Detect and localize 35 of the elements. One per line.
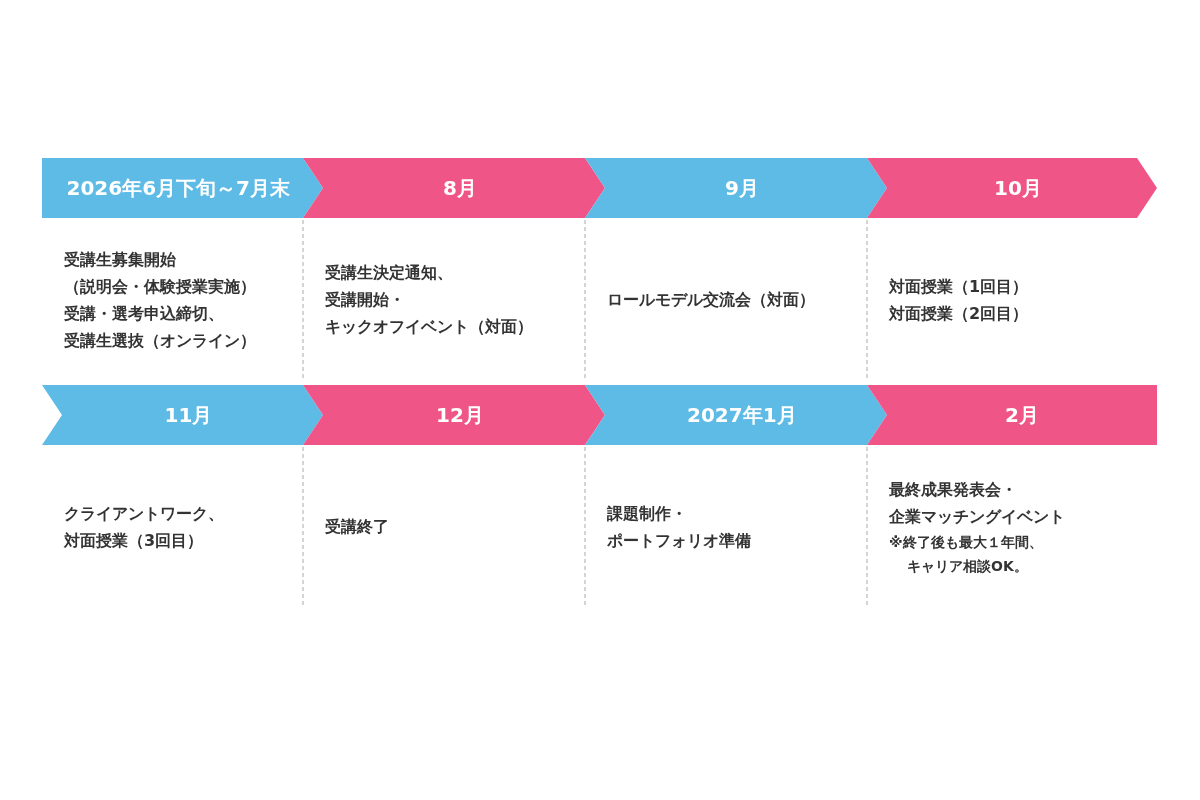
chevron-banner [585, 158, 887, 218]
chevron-banner [42, 158, 323, 218]
month-label: 2月 [1005, 402, 1039, 429]
event-text: 課題制作・ [607, 502, 687, 525]
event-text: 対面授業（1回目） [889, 275, 1029, 298]
event-text: 対面授業（3回目） [64, 529, 204, 552]
event-text: 最終成果発表会・ [889, 478, 1017, 501]
event-text: 受講生決定通知、 [325, 262, 453, 284]
event-text: クライアントワーク、 [64, 502, 224, 525]
chevron-banner [867, 385, 1157, 445]
event-text: 受講生募集開始 [64, 248, 176, 271]
event-text: キックオフイベント（対面） [325, 316, 533, 338]
event-text: 対面授業（2回目） [889, 302, 1029, 325]
chevron-banner [867, 158, 1157, 218]
chevron-banner [42, 385, 323, 445]
note-text: キャリア相談OK。 [907, 556, 1028, 576]
month-label: 9月 [725, 175, 759, 202]
event-text: 受講生選抜（オンライン） [64, 329, 256, 352]
month-label: 10月 [994, 175, 1042, 202]
event-text: 受講開始・ [325, 289, 405, 311]
month-label: 8月 [443, 175, 477, 202]
month-label: 11月 [164, 402, 213, 429]
month-label: 2027年1月 [687, 402, 797, 429]
event-text: ロールモデル交流会（対面） [607, 289, 815, 311]
chevron-banner [303, 385, 605, 445]
event-text: 受講・選考申込締切、 [64, 302, 224, 325]
chevron-banner [585, 385, 887, 445]
event-text: ポートフォリオ準備 [607, 529, 751, 552]
month-label: 2026年6月下旬～7月末 [66, 175, 290, 202]
chevron-banner [303, 158, 605, 218]
note-text: ※終了後も最大１年間、 [889, 532, 1043, 552]
event-text: 企業マッチングイベント [889, 505, 1065, 528]
event-text: （説明会・体験授業実施） [64, 275, 256, 298]
event-text: 受講終了 [325, 516, 389, 538]
month-label: 12月 [436, 402, 484, 429]
